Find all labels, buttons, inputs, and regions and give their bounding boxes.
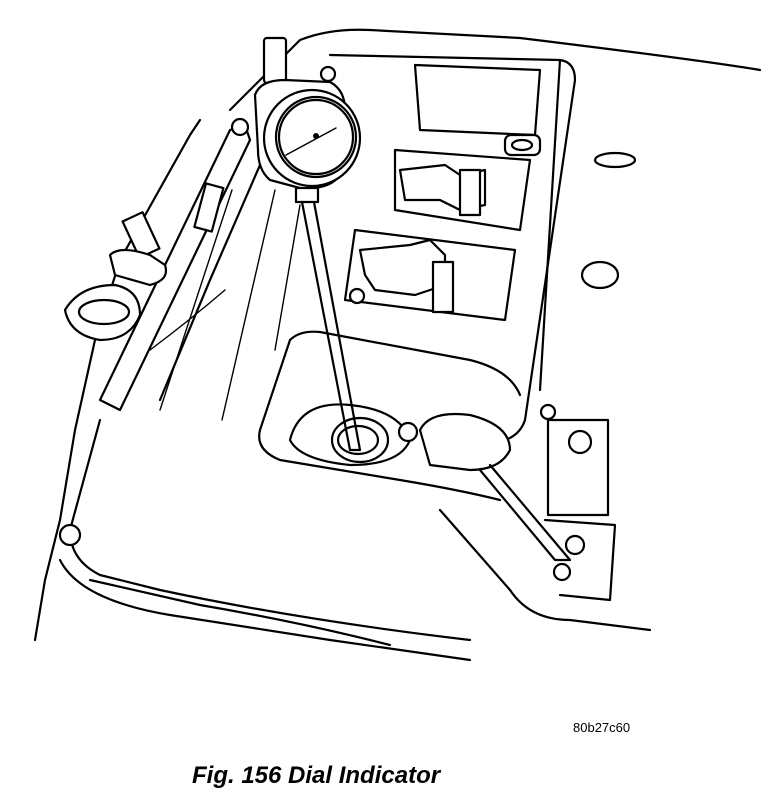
figure-caption: Fig. 156 Dial Indicator	[192, 762, 441, 789]
cylinder-head-casting	[33, 28, 762, 662]
valve-pockets	[343, 63, 637, 322]
gasket-rail	[258, 53, 652, 632]
rocker-shaft	[418, 403, 617, 602]
rocker-arms	[348, 163, 487, 314]
valve-bore	[288, 403, 419, 467]
dial-indicator	[253, 36, 362, 452]
fuel-rail	[58, 117, 252, 547]
dial-indicator-illustration	[33, 28, 762, 662]
image-code: 80b27c60	[573, 720, 631, 735]
